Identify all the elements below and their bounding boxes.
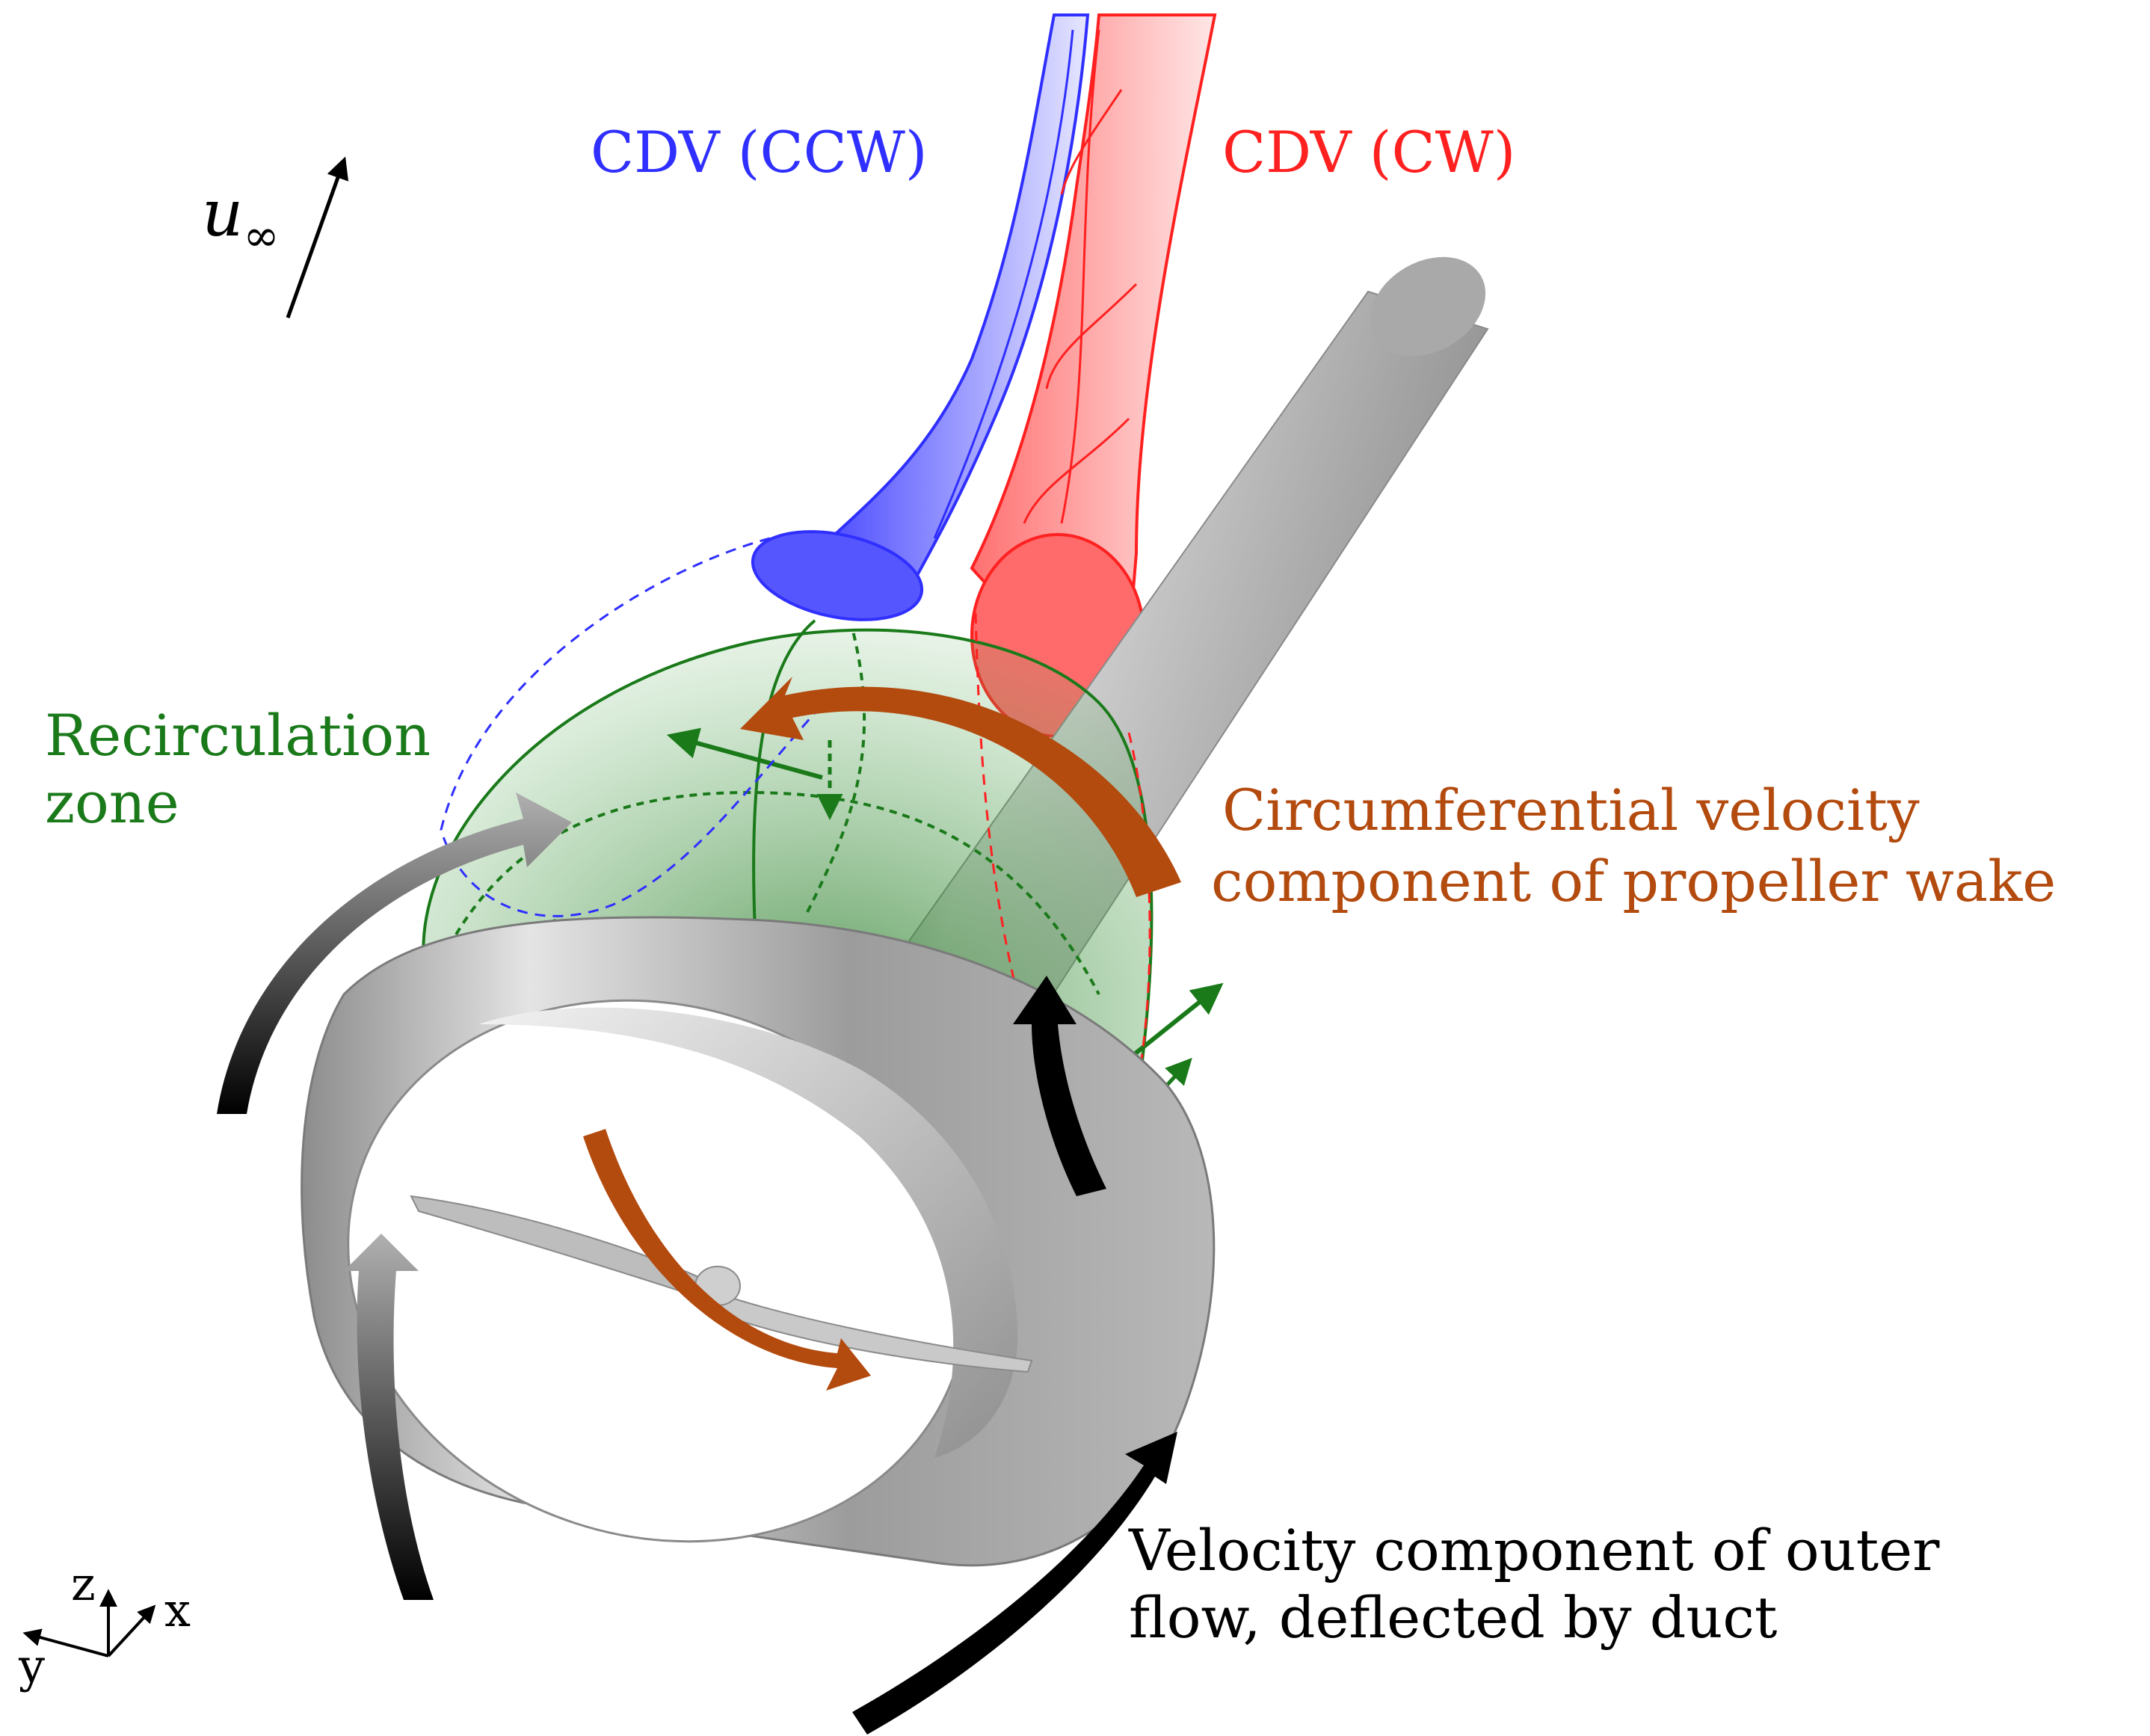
outer-flow-arrows <box>217 792 1177 1735</box>
cdv-ccw-label: CDV (CCW) <box>591 119 928 185</box>
ccw-trace-dashed <box>440 537 839 917</box>
ccw-vortex-tube <box>751 13 1090 621</box>
cdv-cw-label: CDV (CW) <box>1222 119 1515 185</box>
outer-flow-label-line1: Velocity component of outer <box>1128 1517 1940 1583</box>
axis-z-label: z <box>71 1557 96 1611</box>
freestream-arrow <box>286 156 349 318</box>
circumferential-label-line2: component of propeller wake <box>1211 848 2056 914</box>
outer-flow-label-line2: flow, deflected by duct <box>1129 1584 1777 1651</box>
ccw-vortex-core-section <box>751 530 924 621</box>
recirculation-label-line1: Recirculation <box>45 702 431 769</box>
freestream-subscript: ∞ <box>243 210 279 261</box>
axis-y-label: y <box>18 1639 45 1693</box>
axis-triad: z x y <box>18 1557 191 1693</box>
freestream-label: u∞ <box>202 176 280 261</box>
circumferential-label-line1: Circumferential velocity <box>1222 777 1920 843</box>
recirculation-label-line2: zone <box>45 769 179 836</box>
propeller-wake-arrows <box>583 677 1181 1391</box>
cw-trace-dashed <box>974 612 1151 1092</box>
axis-x-label: x <box>164 1583 191 1637</box>
